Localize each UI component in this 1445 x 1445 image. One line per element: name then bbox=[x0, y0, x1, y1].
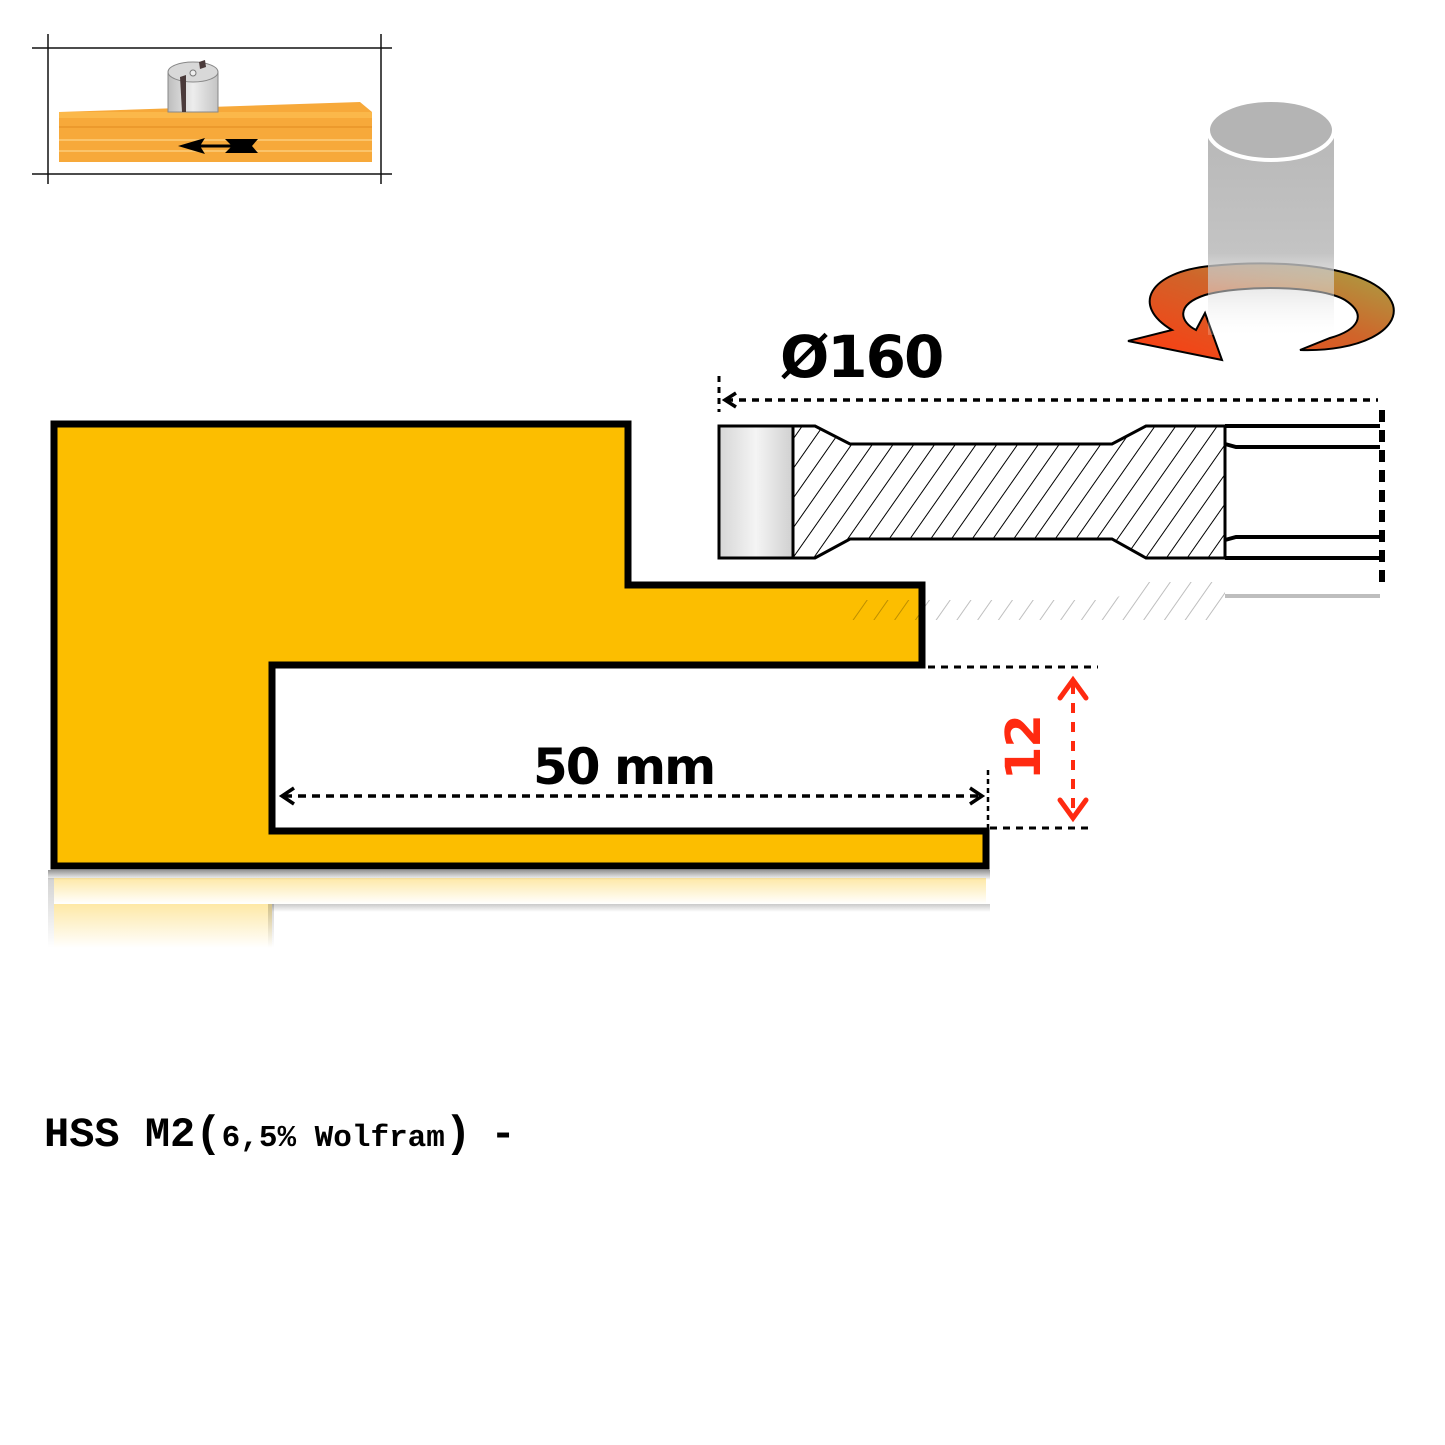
diameter-label: Ø160 bbox=[780, 323, 944, 391]
feed-direction-arrow-icon bbox=[178, 138, 258, 154]
cutter-cross-section bbox=[717, 410, 1385, 582]
rotation-direction-icon bbox=[1127, 98, 1395, 362]
material-open-paren: ( bbox=[195, 1110, 222, 1160]
cutter-reflection bbox=[850, 582, 1380, 620]
material-grade: HSS M2 bbox=[44, 1111, 196, 1159]
wood-board-icon bbox=[59, 102, 372, 162]
material-close-paren: ) bbox=[444, 1110, 472, 1160]
cutter-body-hatched bbox=[791, 424, 1227, 560]
spindle-cylinder-icon bbox=[1208, 130, 1334, 335]
depth-label: 12 bbox=[996, 715, 1052, 780]
router-cutter-icon bbox=[167, 60, 219, 113]
material-detail: 6,5% Wolfram bbox=[221, 1121, 445, 1156]
material-suffix: - bbox=[490, 1111, 516, 1159]
depth-dimension-line bbox=[928, 665, 1098, 830]
profile-drawing bbox=[48, 376, 1385, 948]
width-label: 50 mm bbox=[533, 738, 716, 796]
cutter-insert bbox=[717, 424, 795, 560]
workpiece-profile bbox=[50, 420, 990, 870]
diameter-dimension-line bbox=[717, 376, 1378, 412]
material-caption: HSS M2(6,5% Wolfram) - bbox=[44, 1110, 516, 1160]
thumbnail-router-on-wood bbox=[32, 34, 392, 184]
profile-reflection bbox=[48, 870, 990, 948]
width-dimension-line bbox=[278, 770, 990, 830]
